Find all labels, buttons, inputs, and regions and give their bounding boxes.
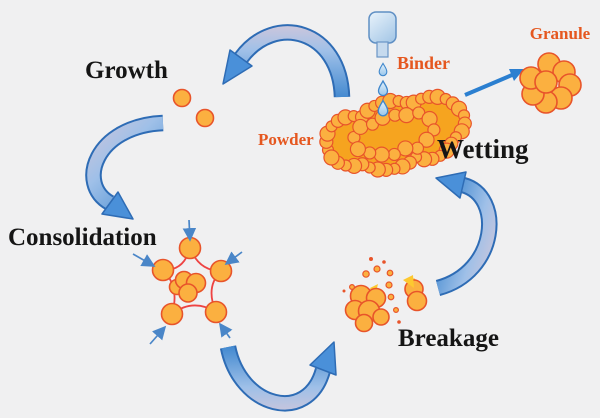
powder-particle (427, 123, 441, 137)
powder-particle (397, 140, 414, 157)
consolidation-compression-arrows (132, 219, 243, 345)
powder-to-granule-arrow (464, 69, 524, 97)
compression-arrow-lower-right (219, 322, 233, 339)
arrowhead (509, 69, 524, 81)
growth-label: Growth (85, 57, 168, 84)
powder-particle-ring (319, 88, 472, 178)
powder-particle (387, 147, 401, 162)
arrowhead (309, 341, 337, 376)
wetting-label: Wetting (437, 134, 529, 164)
compression-arrow-upper-right (224, 251, 243, 266)
powder-particle (373, 146, 390, 163)
powder-particle (418, 131, 435, 148)
binder-droplet (377, 80, 389, 97)
granule-label: Granule (530, 24, 591, 43)
arrowhead (435, 171, 467, 199)
granule-cluster (519, 52, 582, 114)
nozzle-tip (376, 41, 389, 58)
breakage-label: Breakage (398, 325, 499, 352)
cycle-arrow-breakage-to-wetting (435, 171, 498, 296)
compression-arrow-top (182, 219, 197, 242)
compression-arrow-upper-left (132, 253, 156, 267)
binder-label: Binder (397, 53, 450, 73)
breakage-cluster (342, 257, 428, 333)
binder-droplet (378, 62, 388, 77)
binder-spray-nozzle (368, 11, 397, 58)
powder-mass (319, 88, 472, 178)
arrowhead (101, 191, 134, 220)
powder-particle (323, 149, 340, 166)
fragment-bite (403, 275, 414, 288)
consolidation-label: Consolidation (8, 224, 157, 251)
powder-particle (398, 106, 415, 124)
cycle-arrow-growth-to-consolidation (85, 114, 164, 220)
powder-label: Powder (258, 130, 314, 149)
compression-arrow-lower-left (149, 325, 167, 345)
nozzle-body (368, 11, 397, 44)
cycle-arrow-wetting-to-growth (222, 24, 351, 98)
powder-particle (352, 118, 369, 136)
consolidation-star (151, 236, 233, 326)
cycle-arrow-consolidation-to-breakage (219, 341, 337, 412)
powder-particle (349, 141, 367, 158)
growth-particles (172, 88, 215, 128)
arrowhead (222, 49, 253, 85)
